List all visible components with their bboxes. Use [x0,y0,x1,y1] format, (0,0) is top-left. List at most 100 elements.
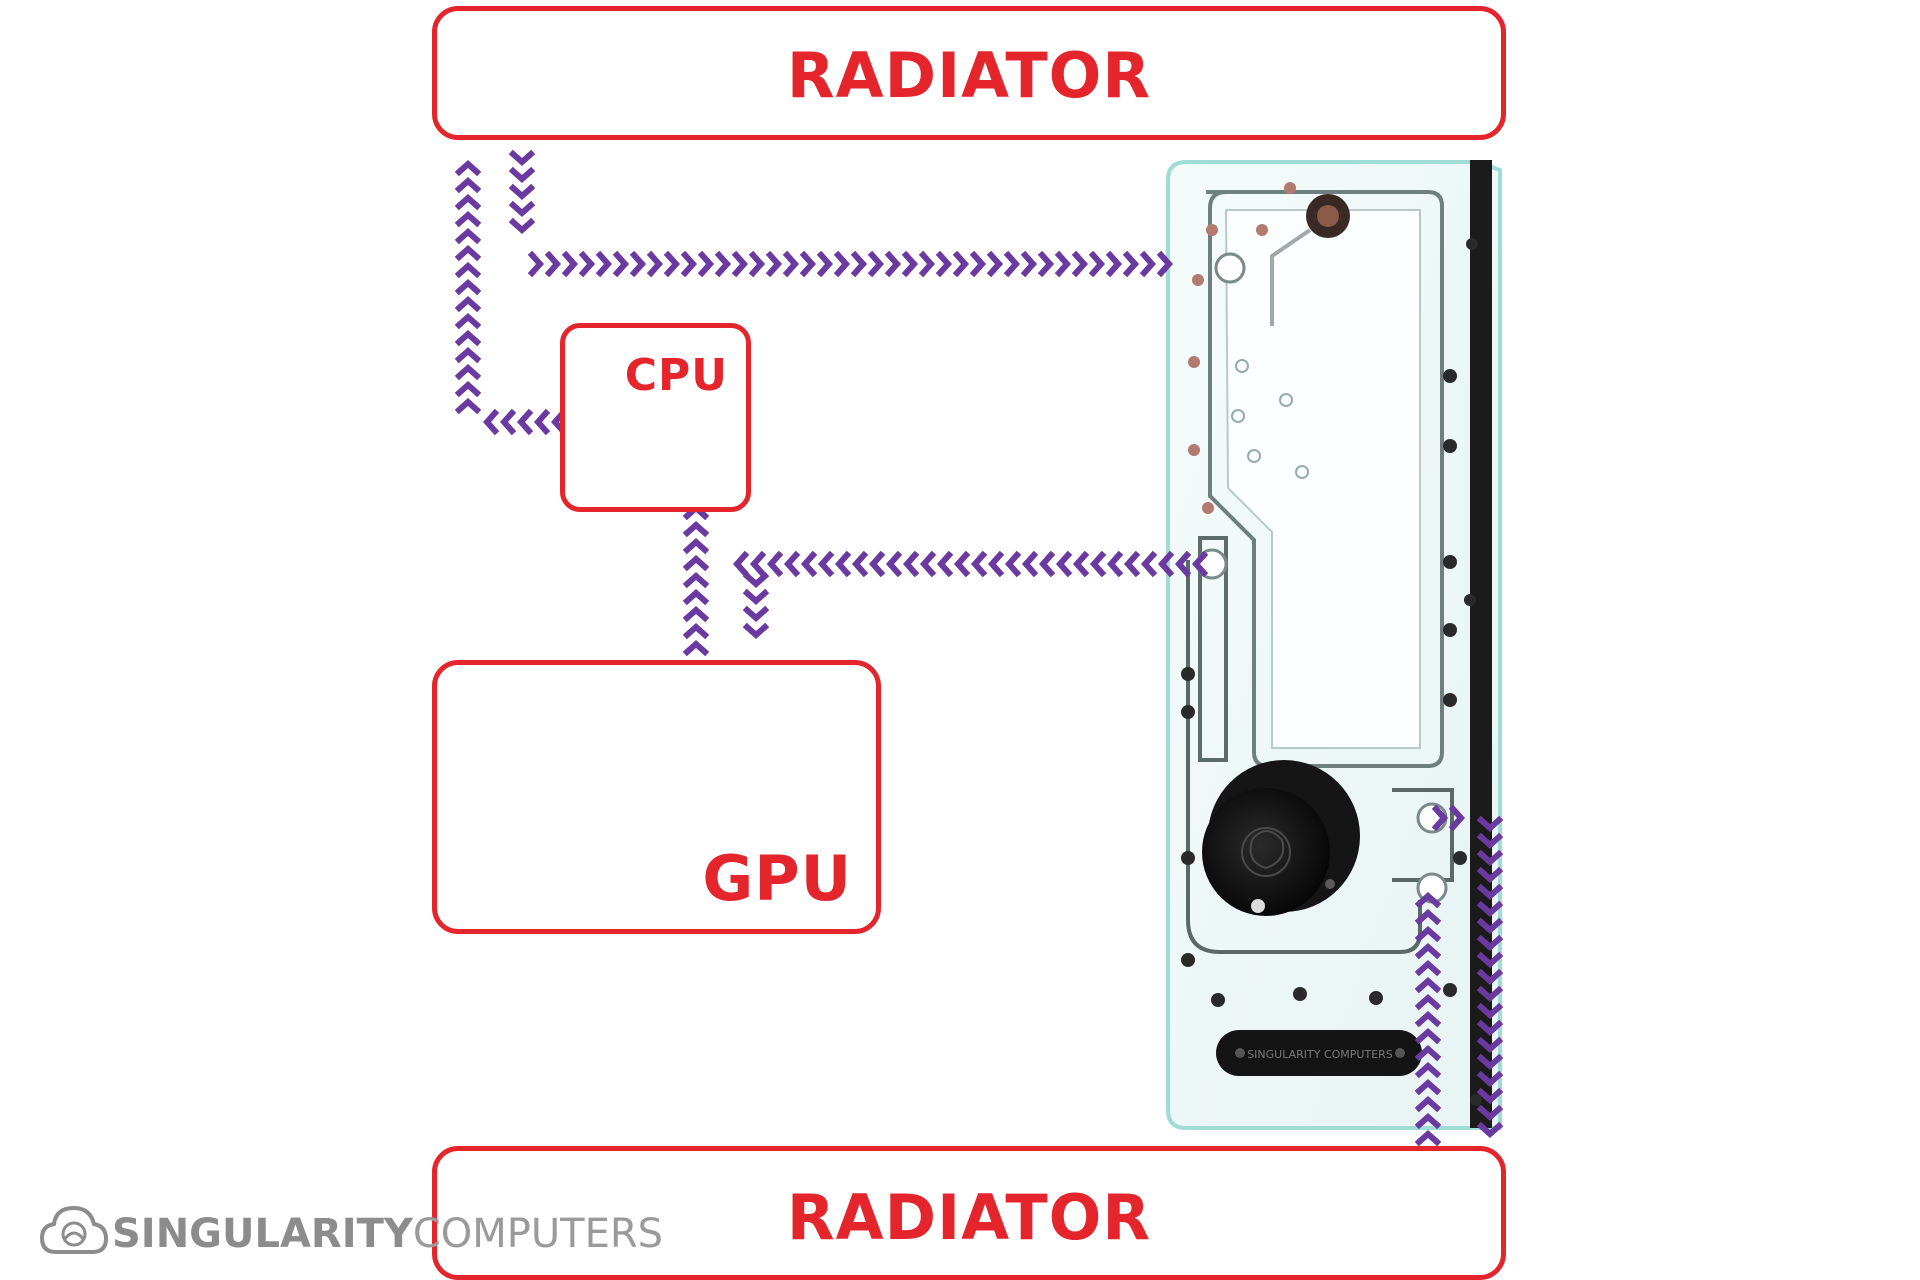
flow-rad-top-to-distro-chevron-icon [680,250,698,278]
flow-rad-top-to-distro-chevron-icon [850,250,868,278]
flow-rad-top-to-distro-chevron-icon [1156,250,1174,278]
flow-rad-top-down-chevron-icon [508,149,536,167]
flow-gpu-to-cpu-chevron-icon [682,605,710,623]
flow-distro-to-rad-bottom-chevron-icon [1476,832,1504,850]
flow-cpu-to-rad-top-chevron-icon [454,176,482,194]
flow-gpu-in [742,571,770,640]
flow-distro-to-rad-bottom-chevron-icon [1476,866,1504,884]
flow-distro-to-gpu-chevron-icon [1004,550,1022,578]
flow-distro-to-rad-bottom-chevron-icon [1476,985,1504,1003]
flow-distro-to-gpu-chevron-icon [1072,550,1090,578]
flow-distro-to-rad-bottom-chevron-icon [1476,1053,1504,1071]
flow-cpu-out-chevron-icon [516,408,534,436]
flow-distro-to-rad-bottom-chevron-icon [1476,1036,1504,1054]
flow-distro-out-right-chevron-icon [1448,804,1466,832]
flow-rad-bottom-up-chevron-icon [1414,1061,1442,1079]
brand-name-bold: SINGULARITY [112,1211,413,1257]
flow-distro-to-rad-bottom-chevron-icon [1476,815,1504,833]
flow-distro-to-gpu-chevron-icon [1123,550,1141,578]
flow-cpu-out-chevron-icon [533,408,551,436]
flow-distro-out-right-chevron-icon [1431,804,1449,832]
flow-distro-to-gpu-chevron-icon [1021,550,1039,578]
radiator-top-label: RADIATOR [786,39,1152,112]
flow-rad-bottom-up-chevron-icon [1414,1044,1442,1062]
flow-rad-top-to-distro-chevron-icon [748,250,766,278]
flow-rad-top-to-distro-chevron-icon [646,250,664,278]
flow-rad-top-down-chevron-icon [508,200,536,218]
flow-cpu-out-chevron-icon [499,408,517,436]
flow-gpu-to-cpu-chevron-icon [682,520,710,538]
flow-distro-to-rad-bottom-chevron-icon [1476,917,1504,935]
flow-distro-to-gpu-chevron-icon [783,550,801,578]
flow-rad-top-to-distro-chevron-icon [544,250,562,278]
flow-rad-bottom-up-chevron-icon [1414,1095,1442,1113]
flow-distro-to-gpu-chevron-icon [1055,550,1073,578]
flow-rad-top-to-distro-chevron-icon [782,250,800,278]
flow-rad-top-to-distro-chevron-icon [1088,250,1106,278]
flow-rad-bottom-up-chevron-icon [1414,1129,1442,1147]
flow-rad-top-to-distro-chevron-icon [1003,250,1021,278]
flow-distro-to-rad-bottom-chevron-icon [1476,1104,1504,1122]
flow-distro-to-gpu-chevron-icon [970,550,988,578]
flow-rad-top-to-distro-chevron-icon [578,250,596,278]
flow-distro-to-rad-bottom-chevron-icon [1476,883,1504,901]
brand-logo: SINGULARITYCOMPUTERS [36,1196,663,1272]
distro-plate: SINGULARITY COMPUTERS [1166,160,1502,1130]
flow-distro-to-gpu-chevron-icon [1191,550,1209,578]
flow-distro-to-gpu-chevron-icon [987,550,1005,578]
flow-cpu-to-rad-top-chevron-icon [454,278,482,296]
flow-cpu-to-rad-top-chevron-icon [454,210,482,228]
flow-distro-to-rad-bottom-chevron-icon [1476,1070,1504,1088]
flow-cpu-out-chevron-icon [482,408,500,436]
flow-gpu-to-cpu-chevron-icon [682,622,710,640]
brand-name-light: COMPUTERS [412,1211,664,1257]
flow-gpu-to-cpu-chevron-icon [682,639,710,657]
flow-cpu-to-rad-top-chevron-icon [454,380,482,398]
flow-rad-top-to-distro-chevron-icon [561,250,579,278]
flow-rad-bottom-up-chevron-icon [1414,908,1442,926]
flow-distro-to-gpu-chevron-icon [749,550,767,578]
flow-rad-top-to-distro-chevron-icon [612,250,630,278]
flow-distro-out-right [1431,804,1466,832]
flow-distro-to-gpu-chevron-icon [919,550,937,578]
flow-distro-to-rad-bottom-chevron-icon [1476,1121,1504,1139]
flow-distro-to-gpu-chevron-icon [1106,550,1124,578]
flow-cpu-to-rad-top-chevron-icon [454,295,482,313]
flow-distro-to-gpu-chevron-icon [868,550,886,578]
flow-rad-top-to-distro-chevron-icon [595,250,613,278]
plate-screws-upper [1188,182,1296,514]
flow-cpu-to-rad-top-chevron-icon [454,329,482,347]
flow-distro-to-gpu-chevron-icon [902,550,920,578]
flow-rad-top-to-distro-chevron-icon [884,250,902,278]
flow-gpu-to-cpu-chevron-icon [682,571,710,589]
flow-rad-top-to-distro-chevron-icon [527,250,545,278]
flow-rad-top-to-distro-chevron-icon [714,250,732,278]
flow-distro-to-gpu-chevron-icon [732,550,750,578]
flow-distro-to-rad-bottom-chevron-icon [1476,1087,1504,1105]
flow-cpu-to-rad-top-chevron-icon [454,397,482,415]
brand-wordmark: SINGULARITYCOMPUTERS [112,1211,663,1257]
flow-rad-top-to-distro-chevron-icon [1054,250,1072,278]
flow-rad-bottom-up-chevron-icon [1414,891,1442,909]
flow-cpu-to-rad-top-chevron-icon [454,244,482,262]
flow-rad-top-down-chevron-icon [508,217,536,235]
flow-rad-top-to-distro-chevron-icon [935,250,953,278]
flow-distro-to-gpu-chevron-icon [885,550,903,578]
flow-distro-to-gpu-chevron-icon [1089,550,1107,578]
flow-rad-top-to-distro-chevron-icon [663,250,681,278]
flow-distro-to-gpu-chevron-icon [800,550,818,578]
flow-distro-to-gpu-chevron-icon [851,550,869,578]
flow-rad-top-to-distro-chevron-icon [697,250,715,278]
cpu-block: CPU [560,323,751,512]
flow-rad-top-to-distro-chevron-icon [1020,250,1038,278]
flow-rad-bottom-up-chevron-icon [1414,925,1442,943]
pump-icon [1202,788,1330,916]
flow-rad-top-to-distro-chevron-icon [731,250,749,278]
flow-distro-to-gpu-chevron-icon [1157,550,1175,578]
flow-distro-to-rad-bottom-chevron-icon [1476,968,1504,986]
brand-plate [1216,1030,1422,1076]
flow-rad-top-down-chevron-icon [508,166,536,184]
flow-cpu-to-rad-top [454,159,482,415]
gpu-label: GPU [702,842,852,915]
